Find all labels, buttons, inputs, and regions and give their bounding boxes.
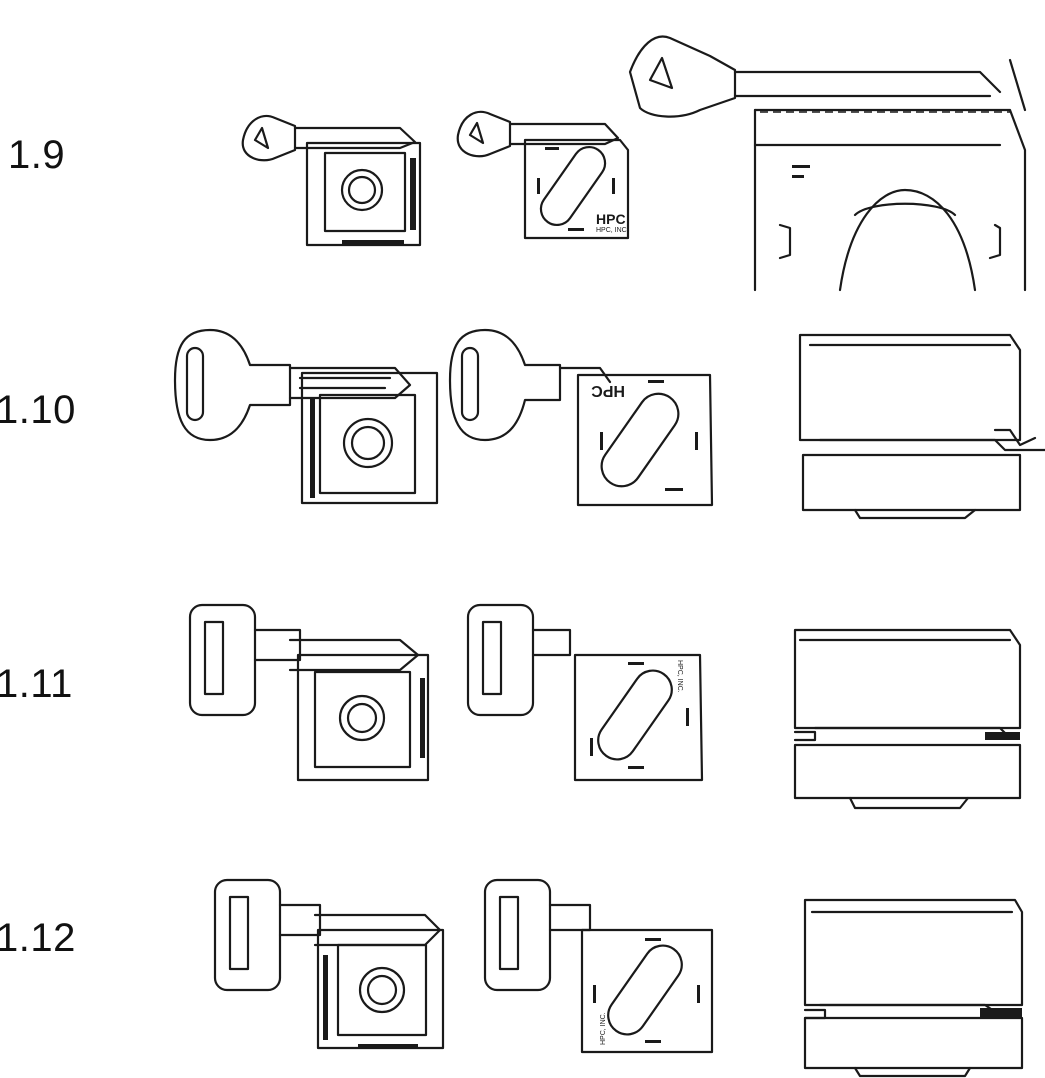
hpc-inc-text: HPC, INC.	[596, 227, 629, 234]
fig-1-10-key-front-view	[173, 328, 439, 505]
fig-1-9-cylinder-closeup	[628, 35, 1027, 292]
fig-1-11-cylinder-side-view	[793, 628, 1022, 810]
fig-1-10-key-back-view: HPC	[448, 328, 714, 507]
hpc-inc-text: HPC, INC.	[600, 1012, 607, 1045]
fig-1-11-key-front-view	[188, 603, 430, 782]
fig-1-9-key-back-view: HPC HPC, INC.	[456, 110, 630, 240]
hpc-inc-text: HPC, INC.	[676, 660, 683, 693]
fig-1-12-cylinder-side-view	[803, 898, 1024, 1078]
fig-1-9-key-front-view	[241, 114, 422, 247]
fig-1-12-key-front-view	[213, 878, 445, 1050]
fig-1-11-key-back-view: HPC, INC.	[466, 603, 704, 782]
figure-label-1-12: 1.12	[0, 916, 76, 960]
figure-label-1-10: 1.10	[0, 388, 76, 432]
figure-label-1-11: 1.11	[0, 662, 73, 706]
figure-label-1-9: 1.9	[8, 133, 66, 177]
hpc-logo: HPC	[591, 382, 625, 399]
fig-1-12-key-back-view: HPC, INC.	[483, 878, 714, 1054]
hpc-logo: HPC	[596, 211, 626, 227]
fig-1-10-cylinder-side-view	[798, 333, 1045, 520]
